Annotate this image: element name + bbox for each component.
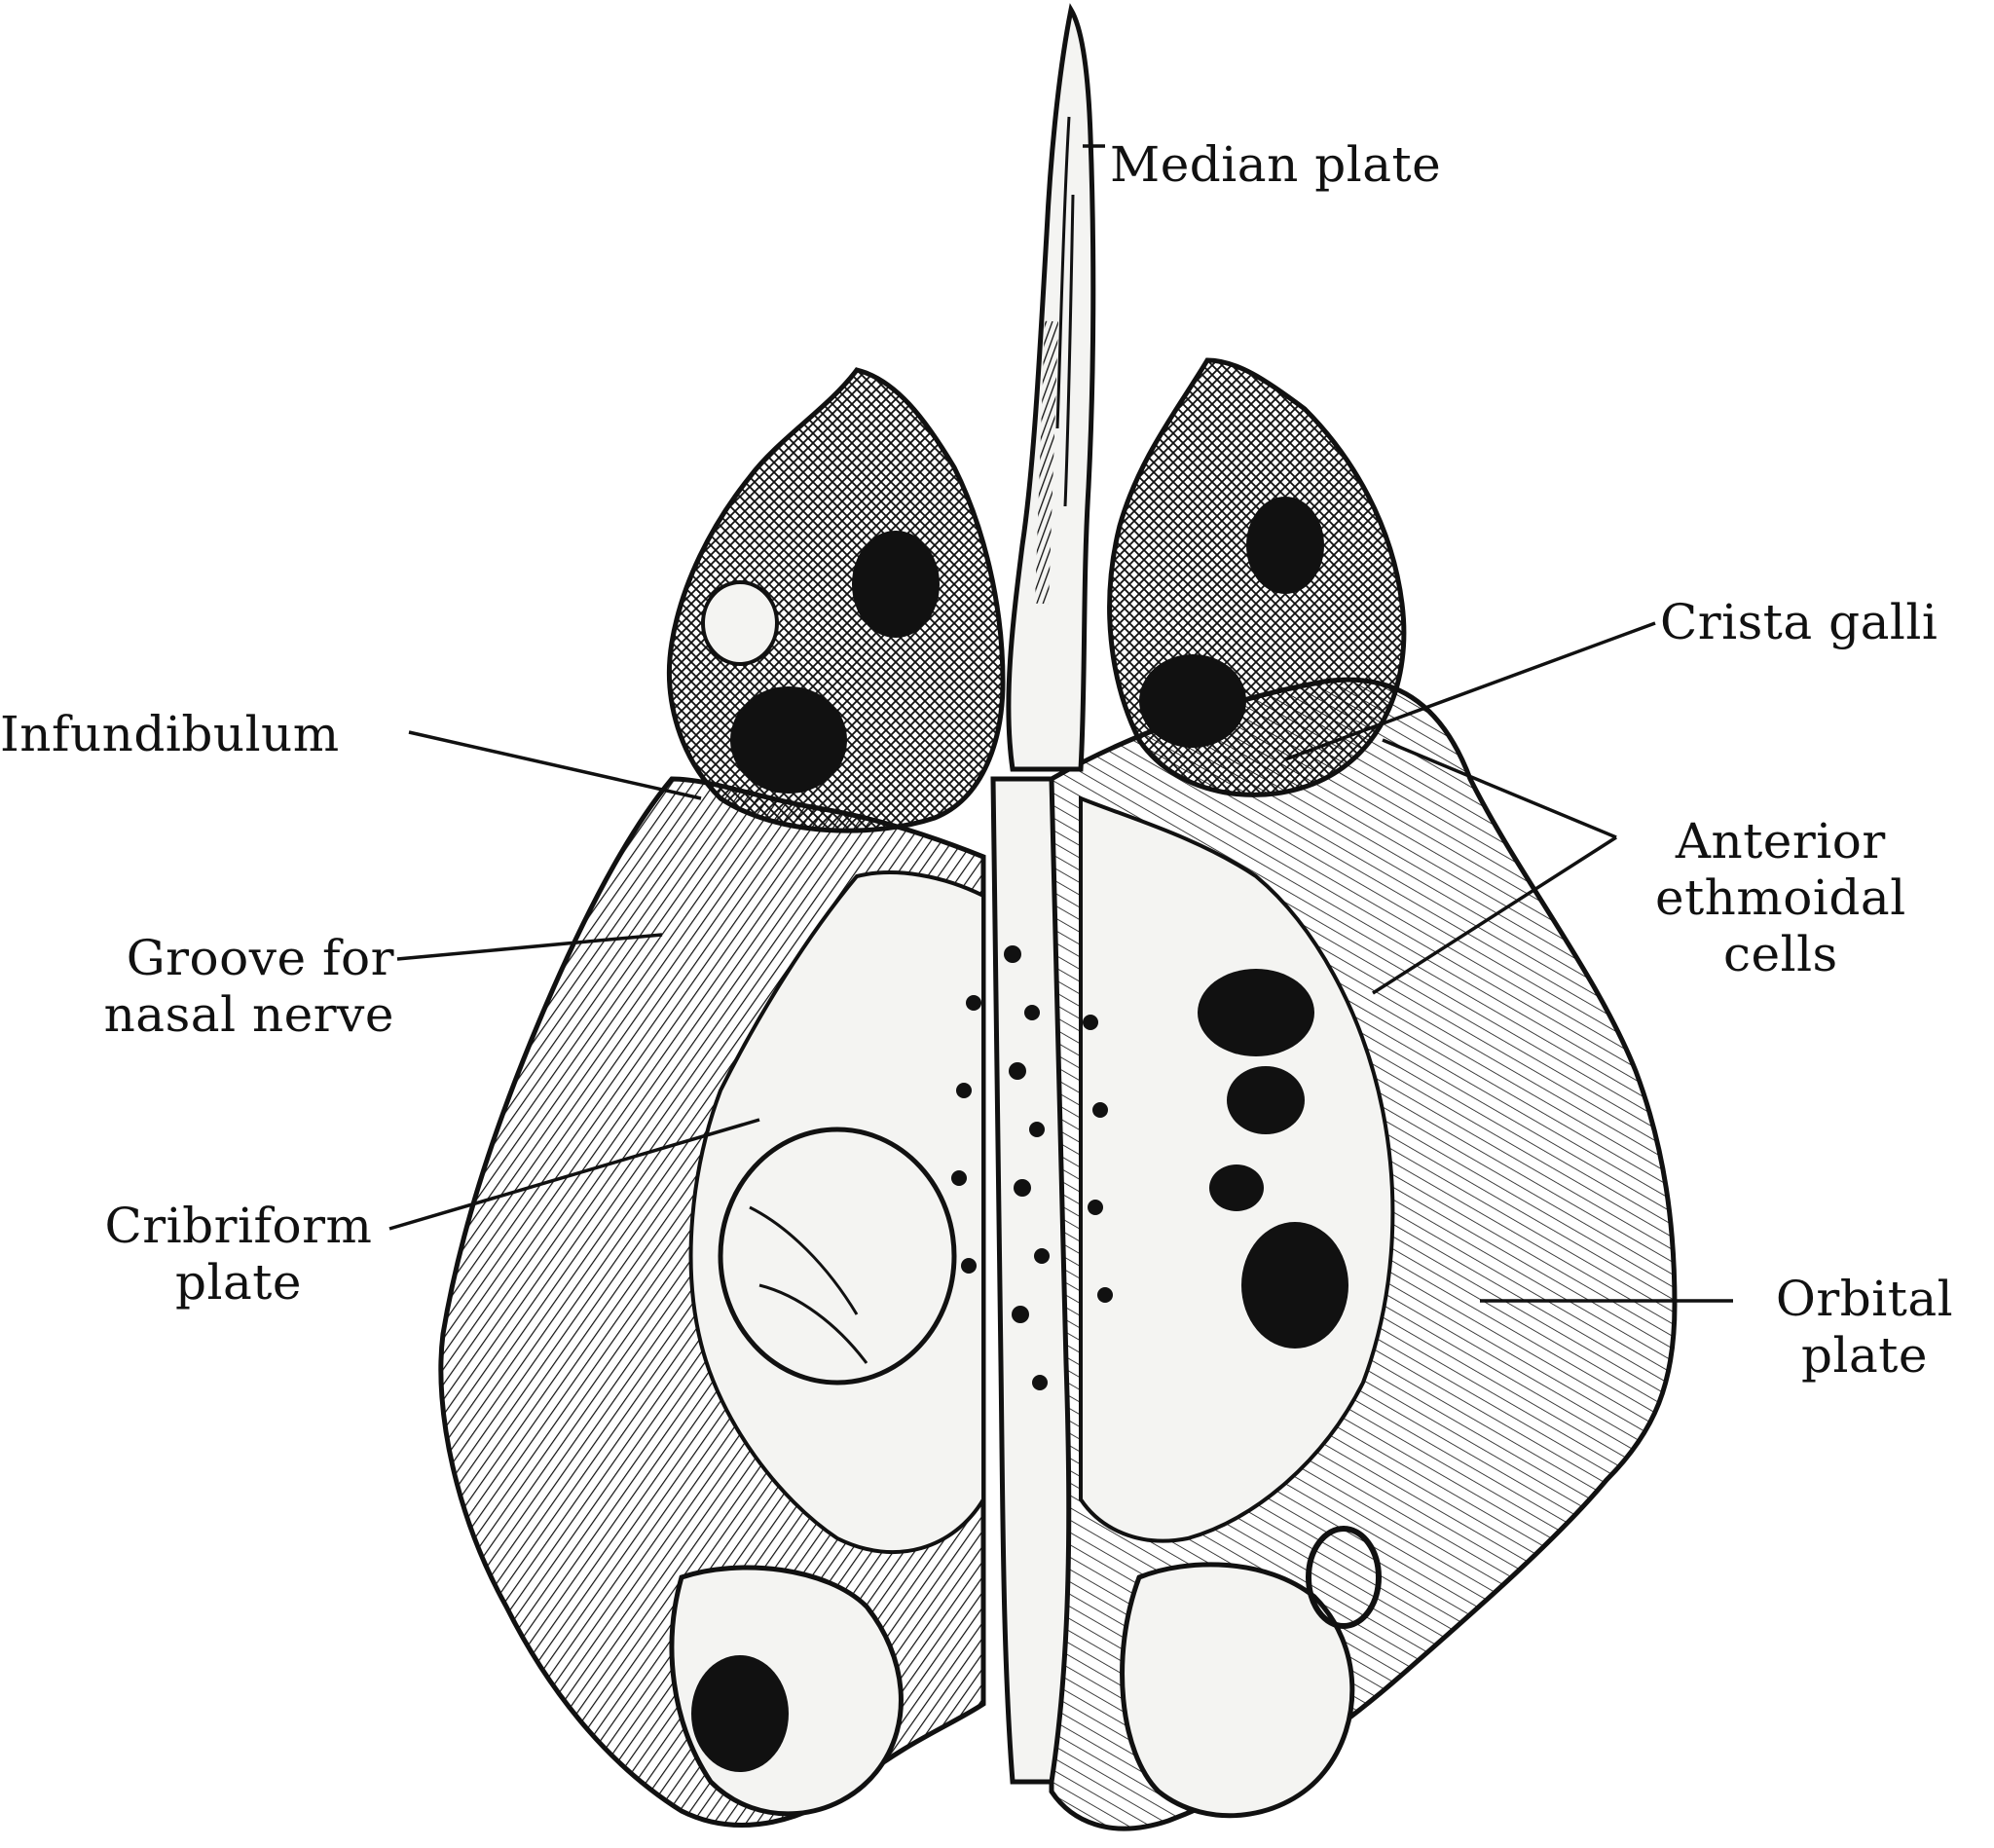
label-groove-for-nasal-nerve: Groove for nasal nerve (58, 930, 394, 1043)
label-groove-line-1: Groove for (126, 930, 394, 986)
label-median-plate: Median plate (1110, 136, 1442, 193)
leader-lines (388, 144, 1733, 1303)
label-anterior-line-2: ethmoidal (1655, 869, 1906, 926)
label-orbital-plate: Orbital plate (1743, 1271, 1986, 1384)
cribriform-plate-shape (990, 776, 1072, 1785)
label-crista-galli: Crista galli (1660, 594, 1939, 650)
label-cribriform-line-1: Cribriform (104, 1198, 373, 1254)
label-groove-line-2: nasal nerve (103, 986, 394, 1043)
label-anterior-line-1: Anterior (1675, 813, 1886, 869)
right-lower-process (1120, 1562, 1355, 1819)
label-orbital-line-2: plate (1801, 1327, 1928, 1384)
label-infundibulum: Infundibulum (0, 706, 340, 762)
label-orbital-line-1: Orbital (1775, 1271, 1954, 1327)
label-cribriform-plate: Cribriform plate (83, 1198, 394, 1311)
foramina-dots (951, 945, 1113, 1390)
label-cribriform-line-2: plate (175, 1254, 302, 1311)
label-anterior-ethmoidal-cells: Anterior ethmoidal cells (1655, 813, 1906, 982)
label-anterior-line-3: cells (1722, 926, 1838, 982)
